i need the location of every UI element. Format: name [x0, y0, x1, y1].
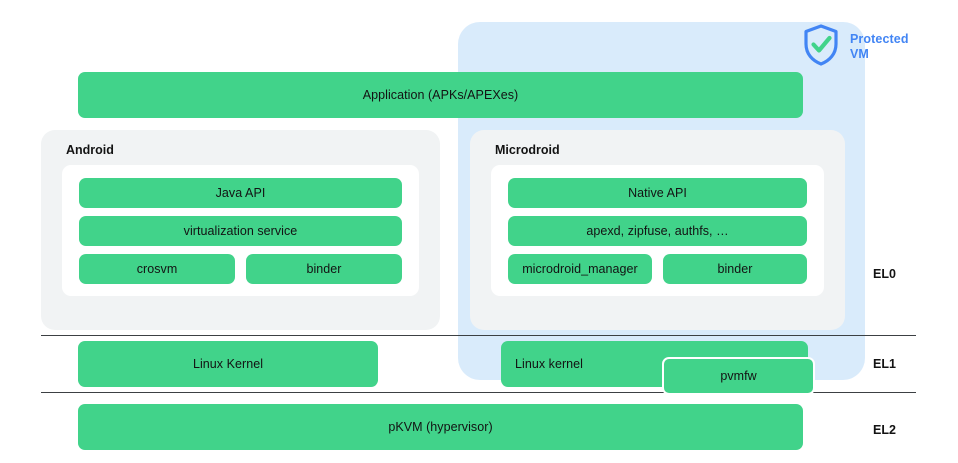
android-chip-binder: binder: [246, 254, 402, 284]
exception-level-el1: EL1: [873, 357, 896, 371]
android-row-2: virtualization service: [79, 216, 402, 246]
android-inner-card: Java API virtualization service crosvm b…: [62, 165, 419, 296]
protected-vm-badge: Protected VM: [801, 23, 909, 67]
android-title: Android: [66, 143, 114, 157]
android-row-3: crosvm binder: [79, 254, 402, 284]
shield-check-icon: [801, 23, 841, 67]
divider-el0-el1: [41, 335, 916, 336]
protected-vm-label: Protected VM: [850, 32, 909, 62]
microdroid-row-1: Native API: [508, 178, 807, 208]
pkvm-hypervisor-block: pKVM (hypervisor): [78, 404, 803, 450]
microdroid-row-3: microdroid_manager binder: [508, 254, 807, 284]
microdroid-chip-native-api: Native API: [508, 178, 807, 208]
application-block: Application (APKs/APEXes): [78, 72, 803, 118]
microdroid-chip-apexd-zipfuse-authfs: apexd, zipfuse, authfs, …: [508, 216, 807, 246]
microdroid-inner-card: Native API apexd, zipfuse, authfs, … mic…: [491, 165, 824, 296]
pvmfw-block: pvmfw: [662, 357, 815, 395]
microdroid-chip-binder: binder: [663, 254, 807, 284]
microdroid-panel: Microdroid Native API apexd, zipfuse, au…: [470, 130, 845, 330]
android-row-1: Java API: [79, 178, 402, 208]
microdroid-row-2: apexd, zipfuse, authfs, …: [508, 216, 807, 246]
android-chip-virtualization-service: virtualization service: [79, 216, 402, 246]
microdroid-chip-microdroid-manager: microdroid_manager: [508, 254, 652, 284]
microdroid-title: Microdroid: [495, 143, 560, 157]
divider-el1-el2: [41, 392, 916, 393]
exception-level-el2: EL2: [873, 423, 896, 437]
android-panel: Android Java API virtualization service …: [41, 130, 440, 330]
exception-level-el0: EL0: [873, 267, 896, 281]
android-linux-kernel-block: Linux Kernel: [78, 341, 378, 387]
android-chip-crosvm: crosvm: [79, 254, 235, 284]
android-chip-java-api: Java API: [79, 178, 402, 208]
